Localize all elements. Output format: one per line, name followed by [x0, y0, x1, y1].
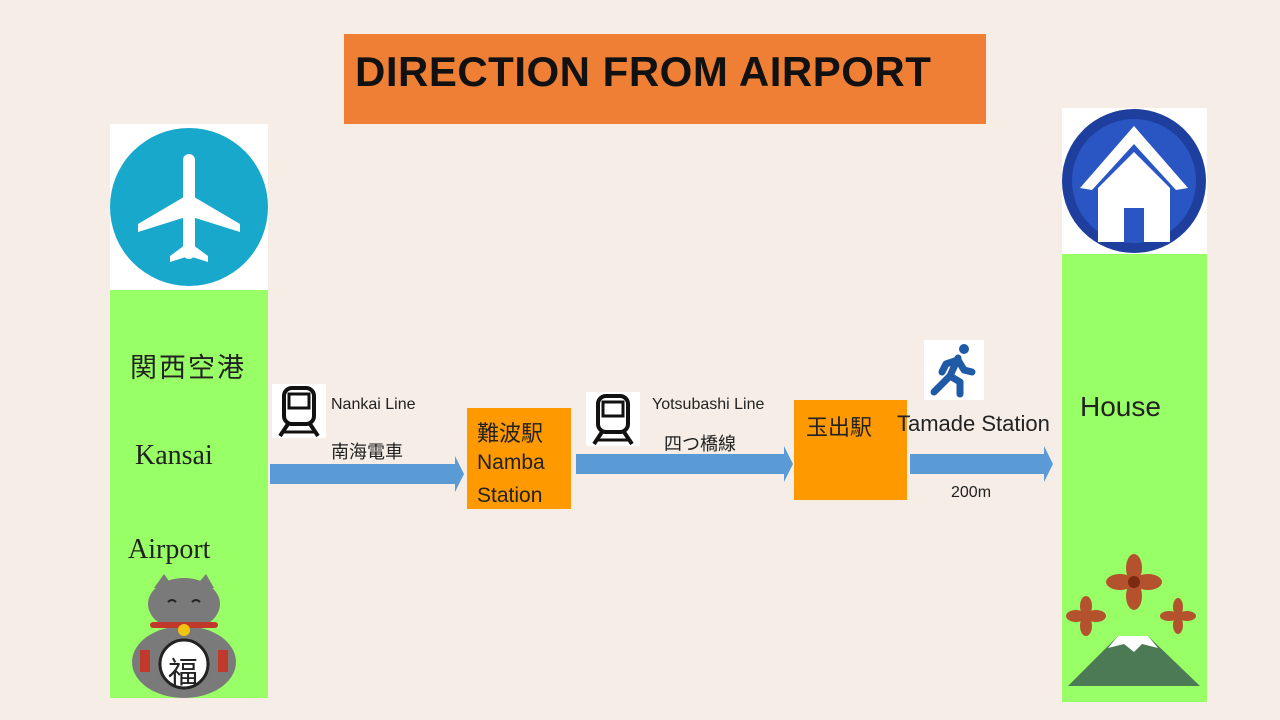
destination-label: House	[1080, 391, 1161, 422]
train-icon	[586, 392, 640, 446]
house-icon	[1062, 109, 1206, 253]
namba-station-en2: Station	[477, 484, 543, 507]
train-icon	[272, 384, 326, 438]
walking-person-icon	[924, 340, 984, 400]
leg2-line-en: Yotsubashi Line	[652, 396, 765, 413]
lucky-cat-image: 福	[124, 572, 244, 698]
lucky-cat-char: 福	[168, 656, 198, 691]
origin-name-line2: Airport	[128, 534, 211, 565]
airplane-icon	[110, 128, 268, 286]
walk-distance: 200m	[951, 484, 992, 501]
tamade-station-en: Tamade Station	[897, 411, 1050, 436]
namba-station-jp: 難波駅	[477, 422, 544, 447]
leg2-line-jp: 四つ橋線	[664, 434, 736, 455]
namba-station-box	[467, 408, 571, 509]
origin-name-line1: Kansai	[135, 440, 213, 471]
leg1-line-en: Nankai Line	[331, 396, 416, 413]
leg1-line-jp: 南海電車	[331, 442, 403, 463]
namba-station-en1: Namba	[477, 451, 545, 474]
arrow-leg3	[910, 446, 1053, 482]
tamade-station-jp: 玉出駅	[806, 416, 873, 441]
mount-fuji-blossom-image	[1066, 554, 1200, 686]
origin-jp-label: 関西空港	[130, 353, 246, 384]
arrow-leg2	[576, 446, 793, 482]
title-banner	[344, 34, 986, 124]
airport-icon-area	[110, 124, 268, 290]
tamade-station-box	[794, 400, 907, 500]
page-title: DIRECTION FROM AIRPORT	[355, 48, 932, 95]
house-icon-area	[1062, 108, 1207, 254]
arrow-leg1	[270, 456, 464, 492]
